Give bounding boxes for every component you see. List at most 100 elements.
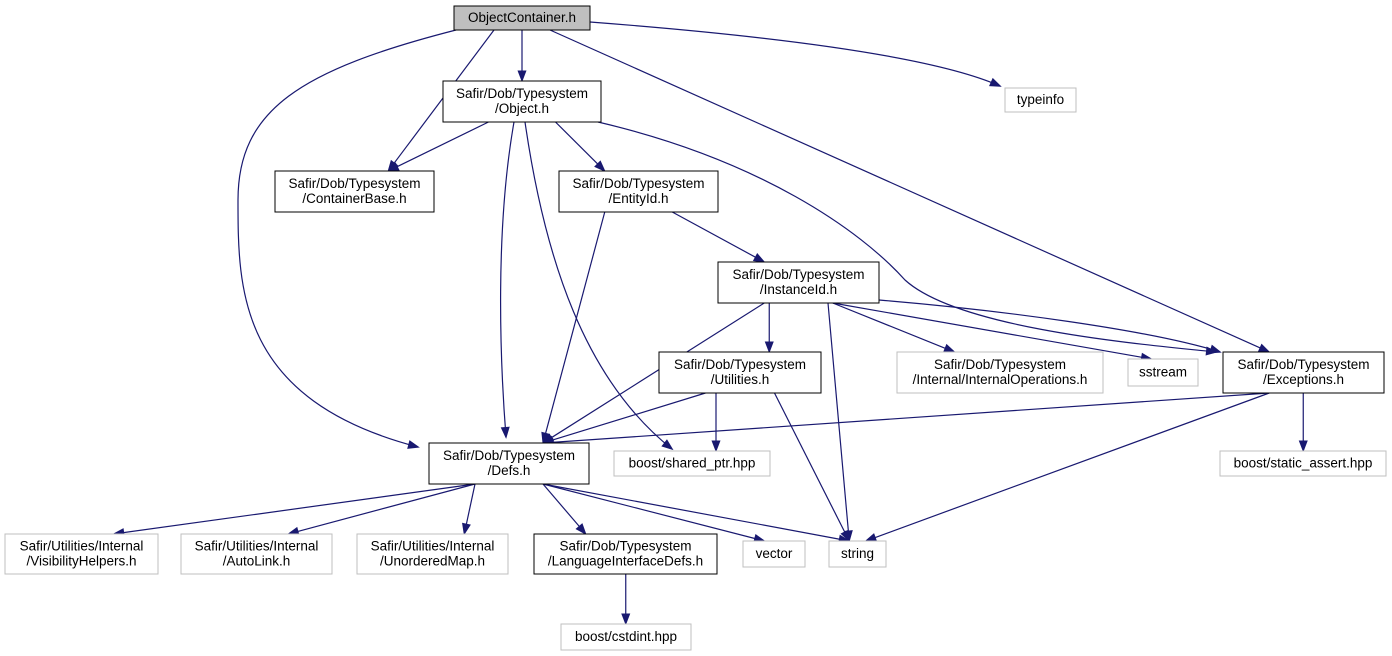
arrowhead bbox=[989, 77, 1002, 87]
arrowhead bbox=[407, 440, 420, 449]
node-staticassert: boost/static_assert.hpp bbox=[1219, 450, 1387, 477]
node-label: Safir/Dob/Typesystem bbox=[1237, 357, 1369, 372]
edge-exceptions-to-defs bbox=[541, 392, 1270, 447]
edge-exceptions-to-staticassert bbox=[1298, 393, 1308, 453]
node-label: Safir/Dob/Typesystem bbox=[443, 448, 575, 463]
node-label: /UnorderedMap.h bbox=[380, 554, 485, 569]
node-box bbox=[558, 170, 719, 213]
node-box bbox=[428, 442, 590, 485]
node-box bbox=[4, 533, 159, 575]
node-label: Safir/Utilities/Internal bbox=[371, 539, 495, 554]
node-label: vector bbox=[756, 546, 793, 561]
arrowhead bbox=[661, 439, 674, 451]
node-label: /LanguageInterfaceDefs.h bbox=[548, 554, 703, 569]
node-label: Safir/Dob/Typesystem bbox=[934, 357, 1066, 372]
node-label: /Exceptions.h bbox=[1263, 372, 1344, 387]
arrowhead bbox=[621, 613, 631, 626]
node-defs[interactable]: Safir/Dob/Typesystem/Defs.h bbox=[428, 442, 590, 485]
edge-entityid-to-instanceid bbox=[671, 211, 766, 263]
arrowhead bbox=[462, 522, 471, 536]
node-label: /ContainerBase.h bbox=[302, 191, 406, 206]
node-box bbox=[1004, 87, 1077, 113]
node-box bbox=[453, 5, 591, 31]
node-unorderedmap: Safir/Utilities/Internal/UnorderedMap.h bbox=[356, 533, 509, 575]
edge-defs-to-autolink bbox=[286, 483, 476, 536]
edge-langifdefs-to-cstdint bbox=[621, 574, 631, 626]
node-box bbox=[658, 351, 822, 394]
node-label: Safir/Dob/Typesystem bbox=[572, 176, 704, 191]
node-langifdefs[interactable]: Safir/Dob/Typesystem/LanguageInterfaceDe… bbox=[533, 533, 718, 575]
edge-root-to-defs bbox=[237, 29, 457, 449]
node-label: /InstanceId.h bbox=[760, 282, 837, 297]
edges-layer bbox=[112, 21, 1308, 626]
node-box bbox=[896, 351, 1104, 394]
node-object[interactable]: Safir/Dob/Typesystem/Object.h bbox=[442, 80, 602, 123]
arrowhead bbox=[575, 523, 587, 536]
node-root[interactable]: ObjectContainer.h bbox=[453, 5, 591, 31]
node-label: Safir/Dob/Typesystem bbox=[456, 86, 588, 101]
edge-object-to-containerbase bbox=[386, 121, 489, 172]
edge-utilities-to-string bbox=[773, 392, 850, 543]
node-autolink: Safir/Utilities/Internal/AutoLink.h bbox=[180, 533, 333, 575]
edge-defs-to-visibility bbox=[112, 483, 476, 538]
node-box bbox=[533, 533, 718, 575]
node-label: /Utilities.h bbox=[711, 372, 770, 387]
edge-object-to-entityid bbox=[555, 121, 606, 172]
edge-instanceid-to-internalops bbox=[832, 302, 956, 353]
edge-instanceid-to-utilities bbox=[764, 303, 774, 354]
arrowhead bbox=[764, 341, 774, 354]
node-box bbox=[180, 533, 333, 575]
node-entityid[interactable]: Safir/Dob/Typesystem/EntityId.h bbox=[558, 170, 719, 213]
node-vector: vector bbox=[742, 540, 806, 568]
node-sharedptr: boost/shared_ptr.hpp bbox=[613, 450, 771, 477]
edge-defs-to-unorderedmap bbox=[462, 483, 476, 536]
node-box bbox=[442, 80, 602, 123]
node-box bbox=[1219, 450, 1387, 477]
node-label: Safir/Dob/Typesystem bbox=[559, 539, 691, 554]
node-cstdint: boost/cstdint.hpp bbox=[560, 623, 692, 651]
node-box bbox=[1222, 351, 1385, 394]
node-label: Safir/Dob/Typesystem bbox=[732, 267, 864, 282]
arrowhead bbox=[943, 343, 956, 353]
arrowhead bbox=[864, 533, 878, 542]
edge-utilities-to-sharedptr bbox=[711, 393, 721, 453]
node-utilities[interactable]: Safir/Dob/Typesystem/Utilities.h bbox=[658, 351, 822, 394]
node-box bbox=[1127, 358, 1199, 387]
node-instanceid[interactable]: Safir/Dob/Typesystem/InstanceId.h bbox=[717, 261, 880, 304]
arrowhead bbox=[1209, 344, 1222, 354]
arrowhead bbox=[500, 426, 510, 439]
node-label: /VisibilityHelpers.h bbox=[26, 554, 136, 569]
arrowhead bbox=[594, 160, 606, 172]
node-containerbase[interactable]: Safir/Dob/Typesystem/ContainerBase.h bbox=[274, 170, 435, 213]
arrowhead bbox=[840, 529, 850, 543]
arrowhead bbox=[517, 70, 527, 83]
node-label: /Internal/InternalOperations.h bbox=[913, 372, 1088, 387]
node-visibility: Safir/Utilities/Internal/VisibilityHelpe… bbox=[4, 533, 159, 575]
node-box bbox=[828, 540, 887, 568]
edge-object-to-defs bbox=[500, 121, 515, 439]
node-string: string bbox=[828, 540, 887, 568]
node-box bbox=[560, 623, 692, 651]
node-box bbox=[274, 170, 435, 213]
node-label: /Defs.h bbox=[488, 463, 531, 478]
node-label: /Object.h bbox=[495, 101, 549, 116]
node-label: string bbox=[841, 546, 874, 561]
node-typeinfo: typeinfo bbox=[1004, 87, 1077, 113]
node-box bbox=[717, 261, 880, 304]
node-label: Safir/Dob/Typesystem bbox=[674, 357, 806, 372]
node-label: ObjectContainer.h bbox=[468, 10, 576, 25]
node-label: boost/static_assert.hpp bbox=[1234, 456, 1373, 471]
edge-root-to-typeinfo bbox=[589, 21, 1002, 87]
node-label: typeinfo bbox=[1017, 92, 1064, 107]
node-label: boost/shared_ptr.hpp bbox=[629, 456, 756, 471]
arrowhead bbox=[1298, 440, 1308, 453]
node-box bbox=[356, 533, 509, 575]
arrowhead bbox=[711, 440, 721, 453]
node-label: Safir/Utilities/Internal bbox=[195, 539, 319, 554]
node-exceptions[interactable]: Safir/Dob/Typesystem/Exceptions.h bbox=[1222, 351, 1385, 394]
edge-defs-to-vector bbox=[542, 483, 766, 543]
node-sstream: sstream bbox=[1127, 358, 1199, 387]
node-label: /EntityId.h bbox=[608, 191, 668, 206]
node-label: /AutoLink.h bbox=[223, 554, 291, 569]
